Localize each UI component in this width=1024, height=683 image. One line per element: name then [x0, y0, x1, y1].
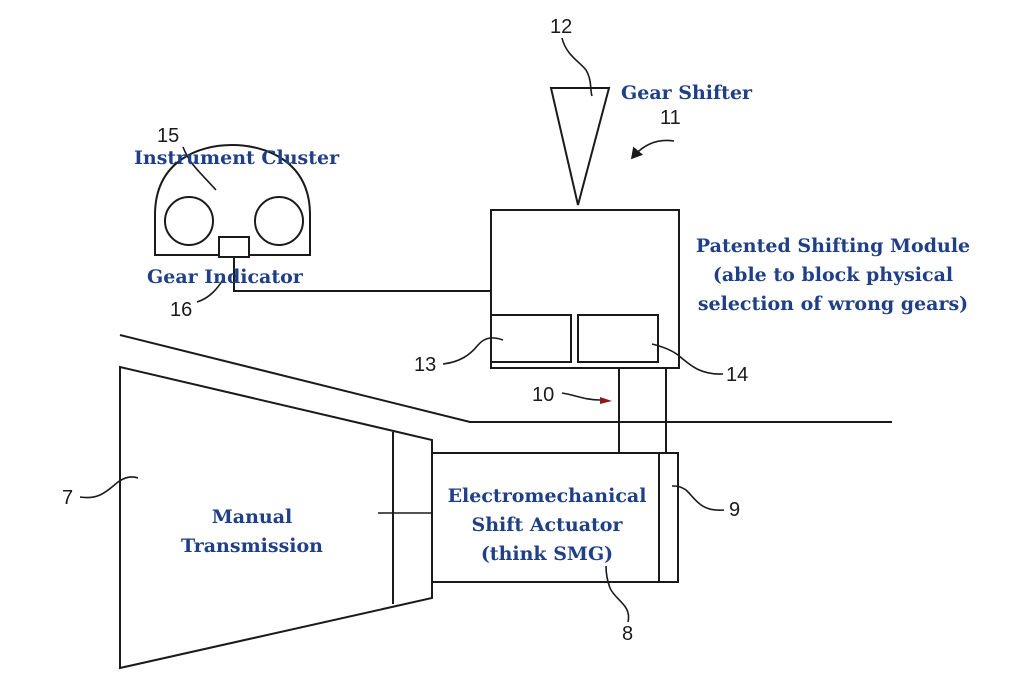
label-gear-indicator: Gear Indicator [147, 266, 304, 288]
leader-lines [79, 37, 725, 623]
label-module-line3: selection of wrong gears) [698, 293, 968, 315]
ref-15: 15 [157, 125, 179, 147]
label-module-line1: Patented Shifting Module [696, 235, 970, 257]
ref-11: 11 [660, 107, 681, 129]
module-unit-13 [490, 314, 572, 363]
module-actuator-links [618, 366, 667, 453]
gear-shifter [549, 87, 611, 206]
label-actuator-line1: Electromechanical [448, 485, 647, 507]
ref-10: 10 [532, 384, 554, 406]
tunnel-line [119, 334, 892, 423]
module-unit-14 [577, 314, 659, 363]
label-transmission-line2: Transmission [181, 535, 323, 557]
ref-7: 7 [62, 487, 73, 509]
instrument-cluster [154, 143, 311, 258]
shifting-module [490, 209, 680, 369]
label-instrument-cluster: Instrument Cluster [134, 147, 340, 169]
ref-13: 13 [414, 354, 436, 376]
manual-transmission [119, 365, 433, 670]
label-module-line2: (able to block physical [713, 264, 953, 286]
ref-9: 9 [729, 499, 740, 521]
shift-actuator [431, 452, 679, 583]
label-transmission-line1: Manual [212, 506, 293, 528]
label-gear-shifter: Gear Shifter [621, 82, 753, 104]
ref-12: 12 [550, 16, 572, 38]
reference-numbers: 12 11 15 16 13 14 10 7 9 8 [62, 16, 748, 645]
label-actuator-line2: Shift Actuator [472, 514, 624, 536]
annotation-labels: Gear Shifter Instrument Cluster Gear Ind… [134, 82, 970, 565]
label-actuator-line3: (think SMG) [481, 543, 613, 565]
ref-8: 8 [622, 623, 633, 645]
ref-16: 16 [170, 299, 192, 321]
indicator-wire [233, 257, 491, 292]
gear-indicator-box [218, 236, 250, 258]
ref-14: 14 [726, 364, 748, 386]
